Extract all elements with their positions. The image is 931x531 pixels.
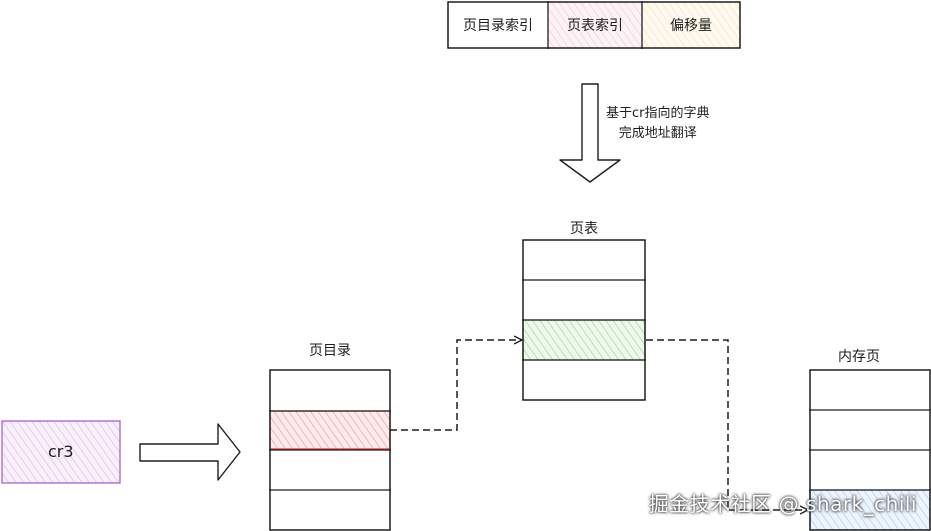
memory-page-table [809,369,931,531]
page-table-title: 页表 [570,221,598,237]
cr3-label: cr3 [48,442,74,461]
address-bar [447,1,741,49]
translation-note: 基于cr指向的字典 完成地址翻译 [606,104,710,144]
table-to-memory-connector [646,339,808,510]
address-segment-table-index: 页表索引 [567,18,623,34]
memory-page-title: 内存页 [838,349,880,365]
address-segment-offset: 偏移量 [670,18,712,34]
translation-note-line1: 基于cr指向的字典 [606,106,710,121]
cr3-box [1,420,121,484]
page-directory-title: 页目录 [309,343,351,359]
page-directory-table [269,369,391,531]
translation-down-arrow [559,83,621,183]
address-segment-directory-index: 页目录索引 [463,18,533,34]
cr3-to-directory-arrow [139,423,241,481]
translation-note-line2: 完成地址翻译 [618,126,697,141]
directory-to-table-connector [390,340,522,431]
watermark: 掘金技术社区 @ shark_chili [648,492,917,516]
page-table-table [522,239,646,401]
